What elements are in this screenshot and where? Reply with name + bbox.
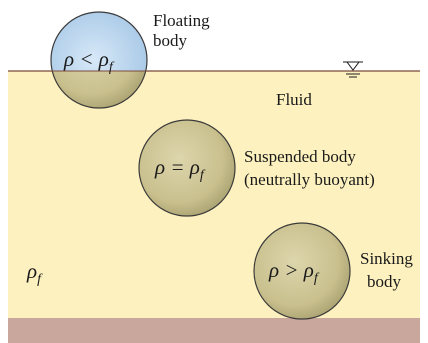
svg-text:ρ < ρf: ρ < ρf: [63, 47, 115, 75]
fluid-label: Fluid: [276, 90, 312, 109]
floating-label-line2: body: [153, 31, 188, 50]
svg-text:ρ > ρf: ρ > ρf: [268, 258, 320, 286]
sinking-label-line2: body: [367, 272, 402, 291]
sinking-label-line1: Sinking: [360, 249, 413, 268]
svg-text:ρ = ρf: ρ = ρf: [154, 155, 206, 183]
suspended-label-line2: (neutrally buoyant): [244, 170, 375, 189]
fluid-density-symbol: ρ: [26, 259, 37, 283]
floating-density-relation: ρ < ρ: [63, 47, 109, 71]
floating-label-line1: Floating: [153, 11, 210, 30]
suspended-label-line1: Suspended body: [244, 147, 356, 166]
sinking-density-relation: ρ > ρ: [268, 258, 314, 282]
suspended-density-relation: ρ = ρ: [154, 155, 200, 179]
container-floor: [8, 318, 420, 343]
